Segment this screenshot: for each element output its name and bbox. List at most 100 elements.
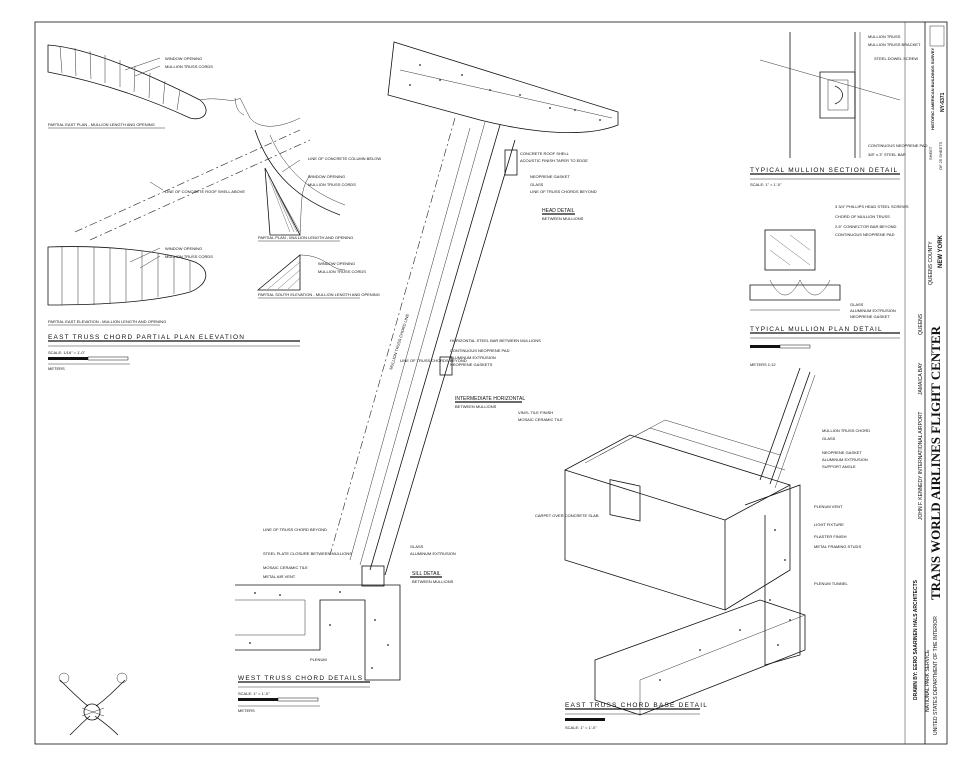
agency-interior: UNITED STATES DEPARTMENT OF THE INTERIOR [933, 616, 939, 735]
svg-text:MULLION TRUSS BRACKET: MULLION TRUSS BRACKET [868, 42, 921, 47]
partial-east-plan-label: PARTIAL EAST PLAN - MULLION LENGTH AND O… [48, 122, 155, 127]
svg-text:3 3/4" PHILLIPS HEAD STEEL SCR: 3 3/4" PHILLIPS HEAD STEEL SCREWS [835, 204, 909, 209]
svg-text:BETWEEN MULLIONS: BETWEEN MULLIONS [455, 404, 497, 409]
svg-text:PLENUM TUNNEL: PLENUM TUNNEL [814, 581, 848, 586]
partial-east-elev-label: PARTIAL EAST ELEVATION - MULLION LENGTH … [48, 319, 166, 324]
base-detail-title: EAST TRUSS CHORD BASE DETAIL [565, 702, 708, 709]
svg-text:MOSAIC CERAMIC TILE: MOSAIC CERAMIC TILE [518, 417, 563, 422]
svg-text:PLENUM: PLENUM [310, 657, 327, 662]
project-city: QUEENS [918, 313, 924, 335]
svg-text:ALUMINUM EXTRUSION: ALUMINUM EXTRUSION [410, 551, 456, 556]
intermediate-title: INTERMEDIATE HORIZONTAL [455, 396, 525, 402]
svg-text:NEOPRENE GASKET: NEOPRENE GASKET [822, 450, 862, 455]
svg-text:GLASS: GLASS [822, 436, 836, 441]
svg-text:MULLION TRUSS CORDS: MULLION TRUSS CORDS [318, 269, 366, 274]
svg-text:3/8" x 3" STEEL BAR: 3/8" x 3" STEEL BAR [868, 152, 906, 157]
svg-text:CONCRETE ROOF SHELL: CONCRETE ROOF SHELL [520, 151, 570, 156]
svg-text:NEOPRENE GASKETS: NEOPRENE GASKETS [450, 362, 493, 367]
mullion-plan-detail: 3 3/4" PHILLIPS HEAD STEEL SCREWS CHORD … [749, 204, 909, 367]
mullion-section-detail: MULLION TRUSS MULLION TRUSS BRACKET STEE… [750, 32, 928, 187]
svg-text:MULLION TRUSS CORDS: MULLION TRUSS CORDS [165, 64, 213, 69]
head-detail-title: HEAD DETAIL [542, 208, 575, 214]
partial-plan-label: PARTIAL PLAN - MULLION LENGTH AND OPENIN… [258, 235, 353, 240]
svg-text:METERS 1:12: METERS 1:12 [750, 362, 776, 367]
svg-text:PLENUM VENT: PLENUM VENT [814, 504, 843, 509]
svg-text:WINDOW OPENING: WINDOW OPENING [165, 56, 202, 61]
agency-park-service: NATIONAL PARK SERVICE [925, 649, 931, 712]
sheet-number: SHEET [928, 146, 933, 160]
svg-text:SCALE: 1" = 1'-0": SCALE: 1" = 1'-0" [238, 691, 270, 696]
svg-text:WINDOW OPENING: WINDOW OPENING [165, 246, 202, 251]
svg-text:SUPPORT ANGLE: SUPPORT ANGLE [822, 464, 856, 469]
svg-text:LINE OF CONCRETE ROOF SHELL AB: LINE OF CONCRETE ROOF SHELL ABOVE [165, 189, 245, 194]
svg-text:METERS: METERS [48, 366, 65, 371]
svg-text:BETWEEN MULLIONS: BETWEEN MULLIONS [412, 579, 454, 584]
site-key-plan [58, 672, 128, 736]
svg-text:CARPET OVER CONCRETE SLAB: CARPET OVER CONCRETE SLAB [535, 513, 599, 518]
base-detail: VINYL TILE FINISH MOSAIC CERAMIC TILE CA… [518, 367, 870, 730]
svg-text:GLASS: GLASS [850, 302, 864, 307]
sill-detail-title: SILL DETAIL [412, 571, 441, 577]
svg-text:WINDOW OPENING: WINDOW OPENING [308, 174, 345, 179]
svg-text:LINE OF CONCRETE COLUMN BELOW: LINE OF CONCRETE COLUMN BELOW [308, 156, 381, 161]
svg-text:LINE OF TRUSS CHORDS BEYOND: LINE OF TRUSS CHORDS BEYOND [530, 189, 597, 194]
svg-text:SCALE: 1/16" = 1'-0": SCALE: 1/16" = 1'-0" [48, 350, 86, 355]
svg-text:METAL AIR VENT: METAL AIR VENT [263, 574, 296, 579]
svg-text:BETWEEN MULLIONS: BETWEEN MULLIONS [542, 216, 584, 221]
svg-text:HORIZONTAL STEEL BAR BETWEEN M: HORIZONTAL STEEL BAR BETWEEN MULLIONS [450, 338, 541, 343]
project-title: TRANS WORLD AIRLINES FLIGHT CENTER [928, 325, 943, 600]
svg-text:ACOUSTIC FINISH TAPER TO EDGE: ACOUSTIC FINISH TAPER TO EDGE [520, 158, 588, 163]
svg-text:SCALE: 1" = 1'-0": SCALE: 1" = 1'-0" [565, 725, 597, 730]
title-block: TRANS WORLD AIRLINES FLIGHT CENTER JOHN … [913, 25, 946, 735]
svg-text:WINDOW OPENING: WINDOW OPENING [318, 261, 355, 266]
project-county: QUEENS COUNTY [928, 241, 934, 285]
svg-text:SCALE: 1" = 1'-0": SCALE: 1" = 1'-0" [750, 182, 782, 187]
svg-text:LIGHT FIXTURE: LIGHT FIXTURE [814, 522, 844, 527]
survey-number: NY-6371 [940, 92, 946, 112]
east-plan-title: EAST TRUSS CHORD PARTIAL PLAN ELEVATION … [48, 334, 300, 371]
svg-text:VINYL TILE FINISH: VINYL TILE FINISH [518, 410, 553, 415]
sheet-of: OF 25 SHEETS [938, 141, 943, 170]
svg-text:PLASTER FINISH: PLASTER FINISH [814, 534, 847, 539]
survey-label: HISTORIC AMERICAN BUILDINGS SURVEY [930, 48, 935, 130]
mullion-section-title: TYPICAL MULLION SECTION DETAIL [750, 167, 898, 174]
svg-text:MULLION TRUSS CORDS: MULLION TRUSS CORDS [308, 182, 356, 187]
west-truss-title: WEST TRUSS CHORD DETAILS [238, 675, 363, 682]
svg-text:STEEL PLATE CLOSURE BETWEEN MU: STEEL PLATE CLOSURE BETWEEN MULLIONS [263, 551, 352, 556]
east-plan-title-text: EAST TRUSS CHORD PARTIAL PLAN ELEVATION [48, 334, 245, 341]
svg-text:NEOPRENE GASKET: NEOPRENE GASKET [850, 314, 890, 319]
svg-text:GLASS: GLASS [530, 182, 544, 187]
partial-south-elevation: WINDOW OPENING MULLION TRUSS CORDS PARTI… [256, 254, 380, 299]
project-location: JAMAICA BAY [918, 362, 924, 395]
svg-text:METERS: METERS [238, 708, 255, 713]
svg-text:MULLION TRUSS: MULLION TRUSS [868, 34, 901, 39]
svg-text:CHORD OF MULLION TRUSS: CHORD OF MULLION TRUSS [835, 214, 890, 219]
partial-south-label: PARTIAL SOUTH ELEVATION - MULLION LENGTH… [258, 292, 380, 297]
hdb-stamp [929, 25, 945, 47]
svg-text:CONTINUOUS NEOPRENE PAD: CONTINUOUS NEOPRENE PAD [835, 232, 895, 237]
svg-text:CONTINUOUS NEOPRENE PAD: CONTINUOUS NEOPRENE PAD [450, 348, 510, 353]
partial-east-elevation: WINDOW OPENING MULLION TRUSS CORDS PARTI… [47, 246, 213, 326]
svg-text:LINE OF TRUSS CHORD BEYOND: LINE OF TRUSS CHORD BEYOND [263, 527, 327, 532]
svg-text:ALUMINUM EXTRUSION: ALUMINUM EXTRUSION [850, 308, 896, 313]
svg-text:NEOPRENE GASKET: NEOPRENE GASKET [530, 174, 570, 179]
svg-text:LINE OF TRUSS CHORDS BEYOND: LINE OF TRUSS CHORDS BEYOND [400, 358, 467, 363]
partial-plan-small: LINE OF CONCRETE COLUMN BELOW WINDOW OPE… [258, 156, 381, 242]
svg-text:MOSAIC CERAMIC TILE: MOSAIC CERAMIC TILE [263, 565, 308, 570]
wall-section: CONCRETE ROOF SHELL ACOUSTIC FINISH TAPE… [235, 41, 619, 713]
project-address: JOHN F. KENNEDY INTERNATIONAL AIRPORT [918, 412, 924, 520]
svg-text:2-5" CONNECTOR BAR BEYOND: 2-5" CONNECTOR BAR BEYOND [835, 224, 896, 229]
svg-text:ALUMINUM EXTRUSION: ALUMINUM EXTRUSION [450, 355, 496, 360]
svg-text:MULLION TRUSS CORDS: MULLION TRUSS CORDS [165, 254, 213, 259]
drawn-by: DRAWN BY: EERO SAARINEN HALS ARCHITECTS [913, 579, 919, 700]
project-state: NEW YORK [938, 234, 944, 268]
svg-text:STEEL DOWEL SCREW: STEEL DOWEL SCREW [874, 56, 918, 61]
svg-text:ALUMINUM EXTRUSION: ALUMINUM EXTRUSION [822, 457, 868, 462]
svg-text:METAL FRAMING STUDS: METAL FRAMING STUDS [814, 544, 861, 549]
mullion-plan-title: TYPICAL MULLION PLAN DETAIL [750, 326, 883, 333]
svg-text:MULLION TRUSS CHORD: MULLION TRUSS CHORD [822, 428, 870, 433]
svg-text:GLASS: GLASS [410, 544, 424, 549]
svg-text:CONTINUOUS NEOPRENE PAD: CONTINUOUS NEOPRENE PAD [868, 143, 928, 148]
